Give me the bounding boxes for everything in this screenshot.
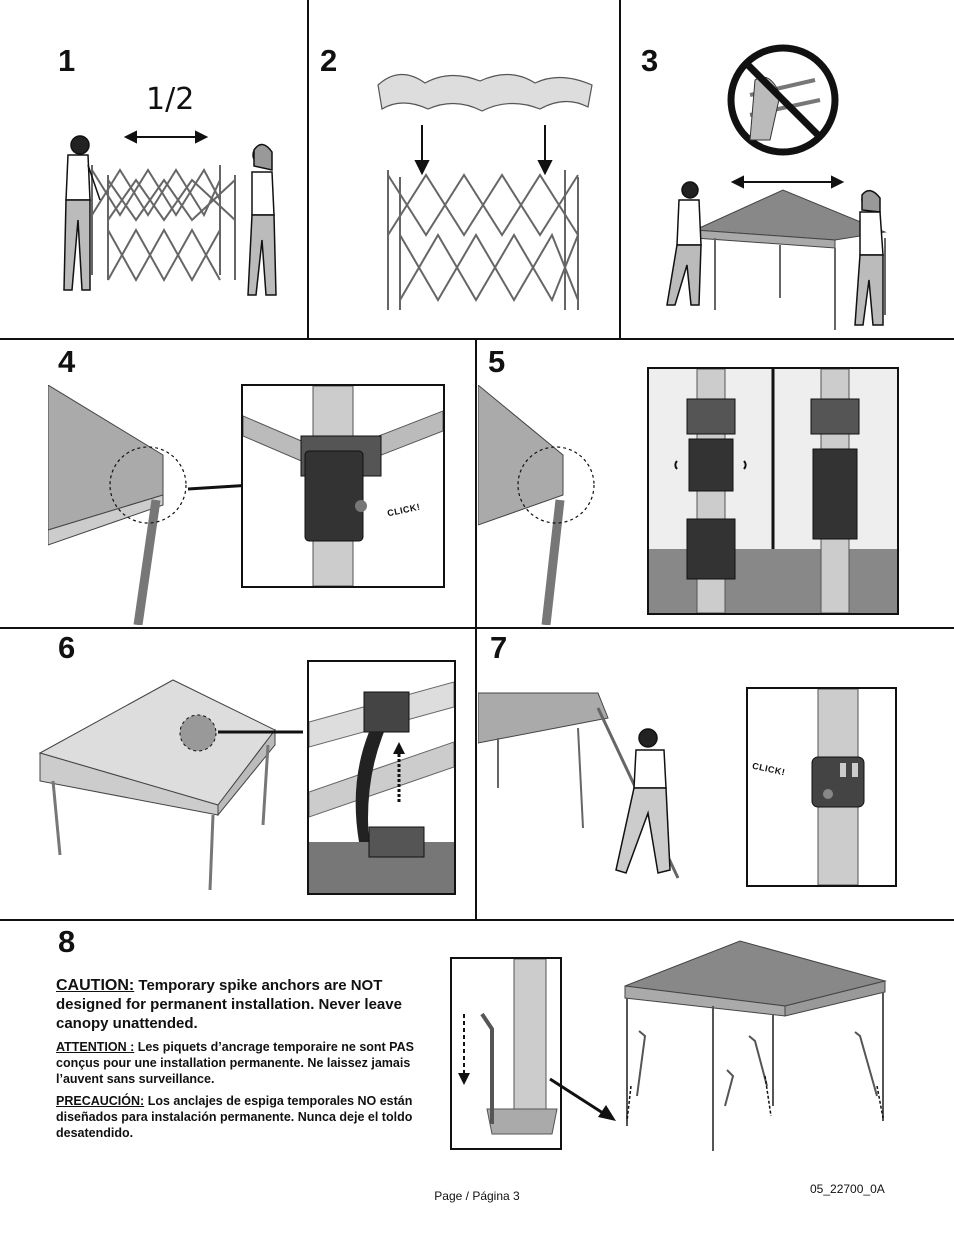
- man-person-icon: [615, 728, 671, 874]
- lock-collar-icon: [811, 689, 865, 885]
- woman-person-icon: [247, 143, 277, 296]
- down-arrow-icon: [414, 125, 553, 176]
- caution-spanish-text: Los anclajes de espiga temporales NO est…: [56, 1094, 413, 1140]
- step4-detail-inset: [241, 384, 445, 588]
- step4-corner-illustration: [48, 385, 248, 625]
- step2-illustration: [377, 73, 593, 310]
- caution-notice: CAUTION: Temporary spike anchors are NOT…: [56, 976, 436, 1141]
- step-number-6: 6: [58, 630, 76, 665]
- step-number-2: 2: [320, 43, 338, 78]
- caution-spanish: PRECAUCIÓN: Los anclajes de espiga tempo…: [56, 1093, 436, 1141]
- collapsed-frame-icon: [91, 165, 236, 283]
- caution-french-text: Les piquets d’ancrage temporaire ne sont…: [56, 1040, 414, 1086]
- frame-icon: [387, 170, 579, 310]
- man-person-icon: [666, 181, 702, 306]
- step5-corner-illustration: [478, 385, 595, 625]
- step-number-5: 5: [488, 344, 506, 379]
- divider-h-2: [0, 627, 954, 629]
- caution-heading: CAUTION:: [56, 977, 135, 994]
- divider-v-1: [307, 0, 309, 340]
- caution-french-lead: ATTENTION :: [56, 1040, 135, 1054]
- divider-h-3: [0, 919, 954, 921]
- divider-h-1: [0, 338, 954, 340]
- sliding-bracket-icon: [649, 369, 897, 613]
- bracket-icon: [243, 386, 443, 586]
- half-width-label: 1/2: [146, 82, 195, 117]
- caution-french: ATTENTION : Les piquets d’ancrage tempor…: [56, 1039, 436, 1087]
- caution-english-text: Temporary spike anchors are NOT designed…: [56, 977, 402, 1032]
- stake-icon: [458, 959, 558, 1135]
- step-number-4: 4: [58, 344, 76, 379]
- step7-detail-inset: [746, 687, 897, 887]
- step-number-8: 8: [58, 924, 76, 959]
- step6-detail-inset: [307, 660, 456, 895]
- page-number: Page / Página 3: [434, 1189, 520, 1203]
- canopy-icon: [624, 940, 887, 1017]
- step7-illustration: [478, 692, 680, 879]
- divider-v-3: [475, 340, 477, 921]
- double-arrow-icon: [730, 175, 845, 189]
- caution-spanish-lead: PRECAUCIÓN:: [56, 1094, 145, 1108]
- arrow-icon: [187, 483, 248, 491]
- no-symbol-icon: [727, 44, 839, 156]
- double-arrow-icon: [123, 130, 209, 144]
- step5-detail-inset: [647, 367, 899, 615]
- document-code: 05_22700_0A: [810, 1182, 885, 1196]
- step6-canopy-illustration: [38, 679, 303, 891]
- step8-canopy-illustration: [624, 940, 887, 1151]
- strap-icon: [309, 681, 454, 893]
- arrow-icon: [549, 1077, 616, 1121]
- divider-v-2: [619, 0, 621, 340]
- step8-detail-inset: [450, 957, 562, 1150]
- man-person-icon: [63, 135, 101, 291]
- step-number-1: 1: [58, 43, 76, 78]
- canopy-fabric-icon: [377, 73, 593, 112]
- step3-illustration: [666, 44, 887, 330]
- woman-person-icon: [854, 189, 884, 326]
- step-number-7: 7: [490, 630, 508, 665]
- step-number-3: 3: [641, 43, 659, 78]
- step1-illustration: [63, 130, 277, 296]
- caution-english: CAUTION: Temporary spike anchors are NOT…: [56, 976, 436, 1033]
